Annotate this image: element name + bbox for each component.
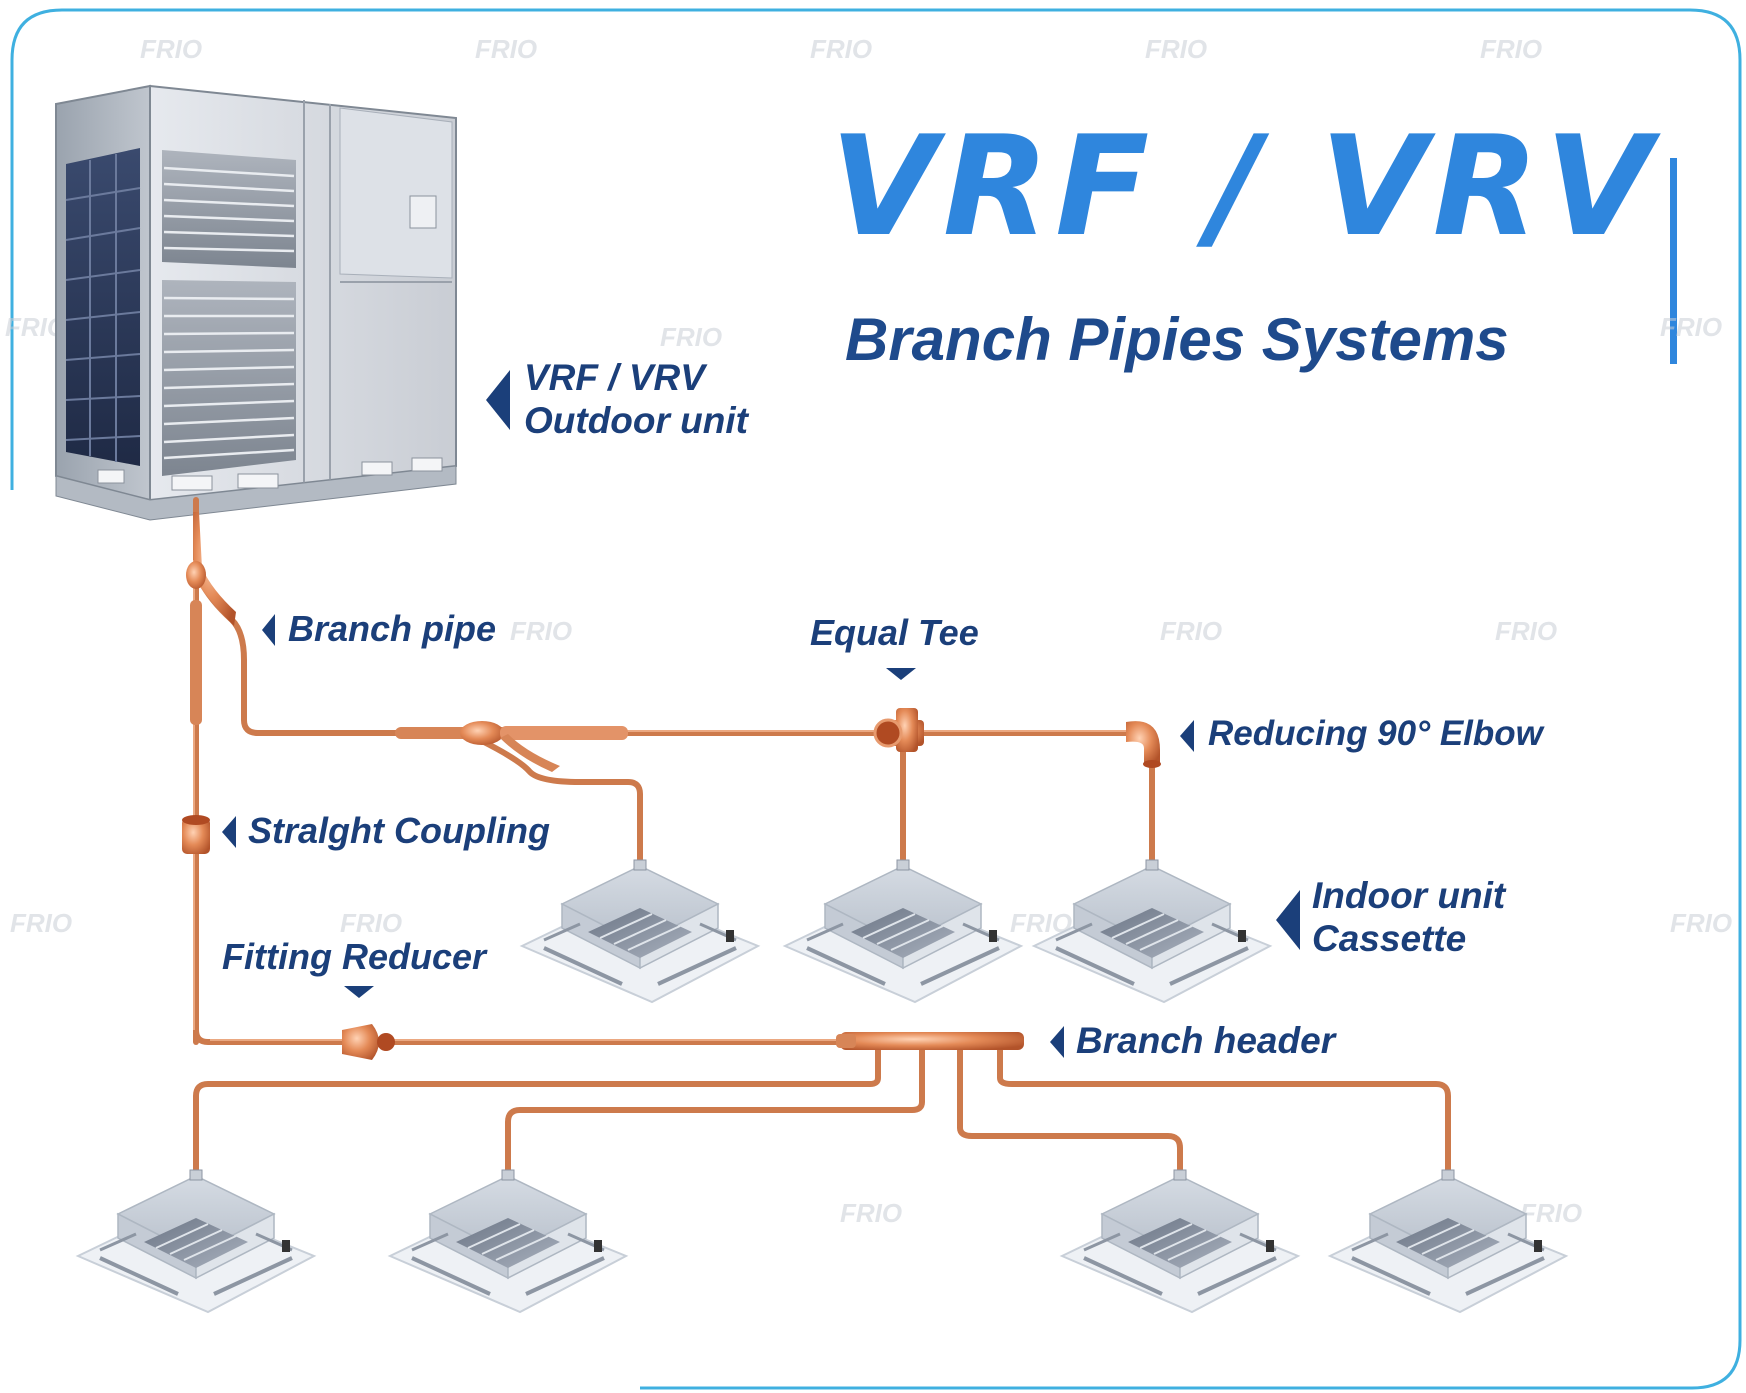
cassette-unit: [520, 858, 760, 1004]
label-reducing-elbow: Reducing 90° Elbow: [1208, 714, 1543, 753]
cassette-unit: [388, 1168, 628, 1314]
branch-y-fitting: [395, 721, 628, 772]
cassette-unit: [1032, 858, 1272, 1004]
watermark-text: FRIO: [1660, 312, 1722, 342]
pointer-arrow: [1276, 890, 1300, 950]
diagram-subtitle: Branch Pipies Systems: [845, 306, 1509, 373]
outdoor-unit: [55, 84, 457, 521]
pointer-arrow: [344, 986, 374, 998]
watermark-text: FRIO: [510, 616, 572, 646]
watermark-text: FRIO: [1480, 34, 1542, 64]
watermarks: FRIO FRIO FRIO FRIO FRIO FRIO FRIO FRIO …: [5, 34, 1732, 1228]
watermark-text: FRIO: [10, 908, 72, 938]
cassette-unit: [76, 1168, 316, 1314]
label-branch-header: Branch header: [1076, 1020, 1336, 1061]
pointer-arrow: [886, 668, 916, 680]
label-indoor-line2: Cassette: [1312, 918, 1467, 959]
pointer-arrow: [222, 816, 236, 848]
equal-tee-fitting: [873, 708, 924, 752]
frame-border: [10, 8, 1742, 1390]
watermark-text: FRIO: [1145, 34, 1207, 64]
fitting-reducer: [342, 1024, 395, 1060]
branch-pipe-fitting: [186, 512, 236, 725]
label-straight-coupling: Stralght Coupling: [248, 810, 550, 851]
cassette-unit: [1060, 1168, 1300, 1314]
watermark-text: FRIO: [840, 1198, 902, 1228]
watermark-text: FRIO: [810, 34, 872, 64]
cassette-unit: [1328, 1168, 1568, 1314]
watermark-text: FRIO: [140, 34, 202, 64]
straight-coupling-fitting: [182, 815, 210, 854]
pointer-arrow: [486, 370, 510, 430]
diagram-title: VRF / VRV: [830, 106, 1658, 267]
pointer-arrow: [1180, 720, 1194, 752]
watermark-text: FRIO: [1520, 1198, 1582, 1228]
label-branch-pipe: Branch pipe: [288, 608, 497, 649]
label-outdoor-line2: Outdoor unit: [524, 400, 748, 441]
watermark-text: FRIO: [1160, 616, 1222, 646]
label-outdoor-line1: VRF / VRV: [524, 357, 705, 398]
pointer-arrows: [222, 370, 1300, 1058]
watermark-text: FRIO: [660, 322, 722, 352]
watermark-text: FRIO: [1495, 616, 1557, 646]
pointer-arrow: [1050, 1026, 1064, 1058]
watermark-text: FRIO: [340, 908, 402, 938]
label-fitting-reducer: Fitting Reducer: [222, 936, 487, 977]
label-indoor-unit: Indoor unit Cassette: [1312, 874, 1505, 960]
label-indoor-line1: Indoor unit: [1312, 875, 1506, 916]
cassette-unit: [783, 858, 1023, 1004]
pointer-arrow: [262, 614, 275, 646]
watermark-text: FRIO: [475, 34, 537, 64]
watermark-text: FRIO: [1670, 908, 1732, 938]
label-outdoor-unit: VRF / VRV Outdoor unit: [524, 356, 748, 442]
label-equal-tee: Equal Tee: [810, 612, 979, 653]
reducing-elbow-fitting: [1126, 721, 1161, 768]
title-accent-bar: [1670, 158, 1677, 364]
branch-header-fitting: [836, 1032, 1024, 1050]
